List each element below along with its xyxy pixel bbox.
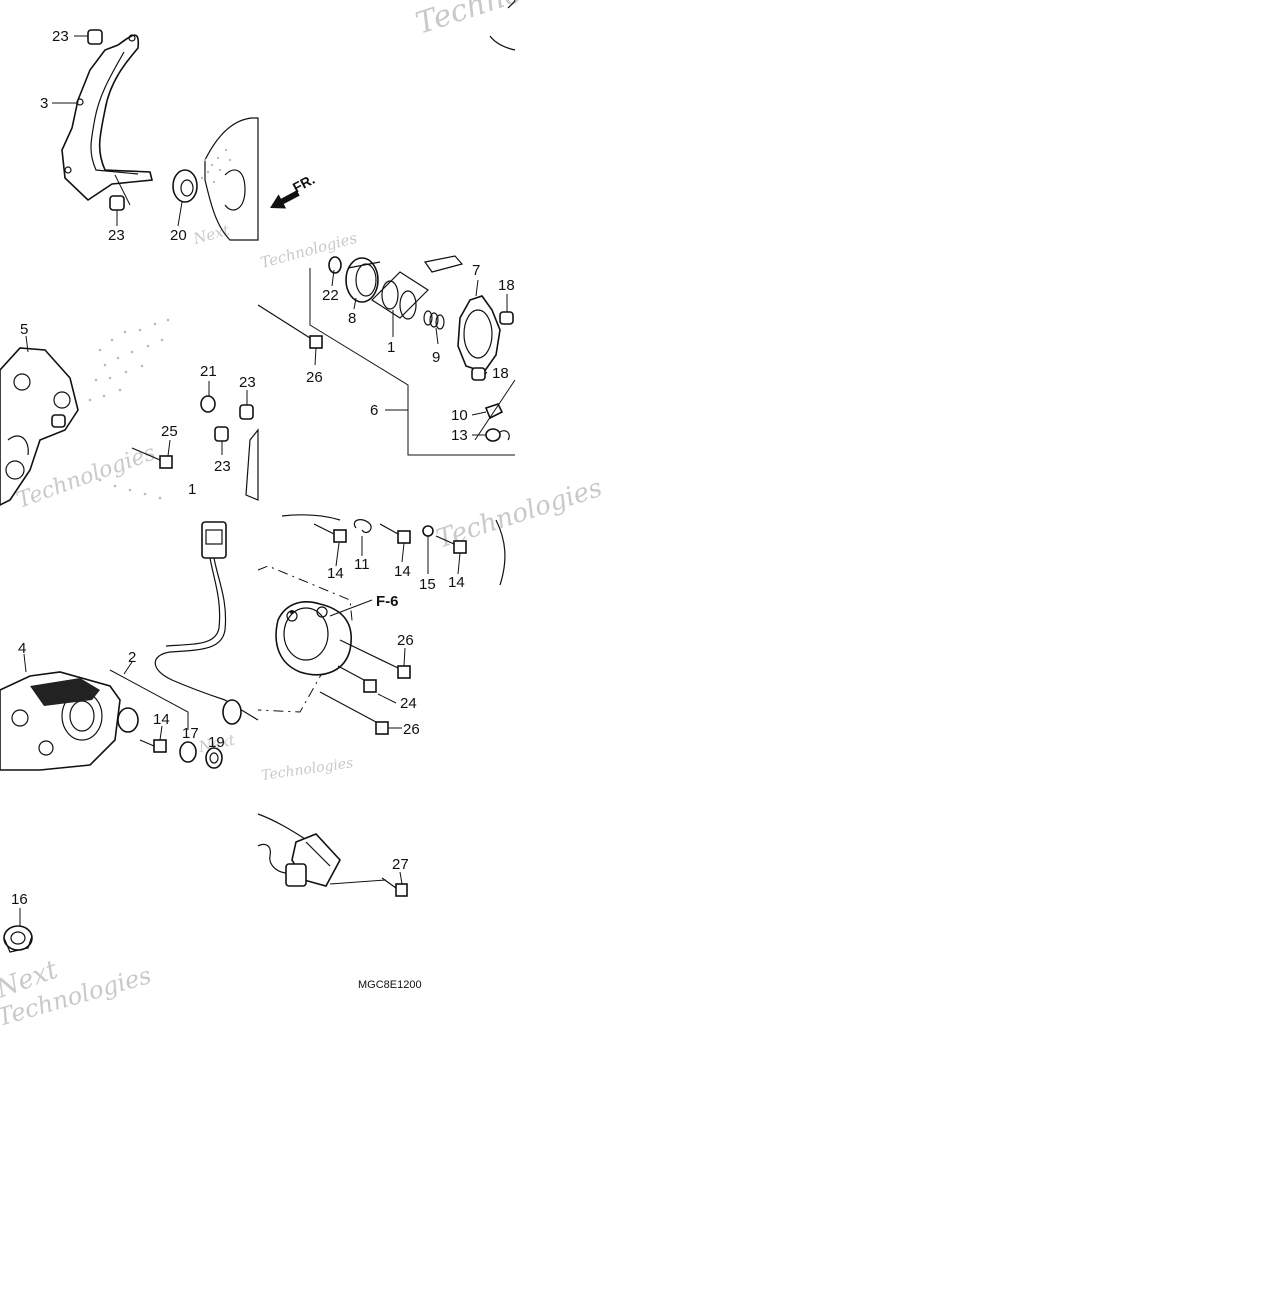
callout-label: 18 [492,365,509,382]
dowel-pin [109,195,125,211]
callout-label: 14 [327,565,344,582]
callout-label: 25 [161,423,178,440]
watermark-line: Technologies [258,229,359,272]
callout-label: 23 [214,458,231,475]
callout-label: 11 [354,556,370,573]
callout-label: 1 [188,481,196,498]
cylinder-body [275,601,352,676]
callout-label: 7 [472,262,480,279]
watermark-line: Technologies [412,0,612,42]
flange-bolt [395,883,408,897]
callout-label: 10 [451,407,468,424]
callout-label: 19 [208,734,225,751]
callout-label: 17 [182,725,199,742]
case-cover-drawing [0,347,79,506]
flange-bolt [363,679,377,693]
callout-label: 8 [348,310,356,327]
tile-case-cover: 5 21 23 23 25 1 [0,318,259,506]
stipple-shading [200,148,232,184]
flange-bolt [375,721,389,735]
callout-label: 9 [432,349,440,366]
spring [423,310,445,330]
dowel-pin [51,414,66,428]
piston [345,257,379,303]
flange-bolt [333,529,347,543]
watermark-line: Technologies [260,755,354,784]
callout-label: 24 [400,695,417,712]
gasket-drawing [61,34,154,202]
dowel-pin [471,367,486,381]
callout-label: 18 [498,277,515,294]
callout-label: 27 [392,856,409,873]
tile-sensor: 27 [257,813,409,897]
piston-seal-set [371,271,429,320]
callout-label: 23 [108,227,125,244]
callout-label: 26 [403,721,420,738]
front-arrow [269,190,300,209]
dowel-pin [239,404,254,420]
callout-label: 14 [153,711,170,728]
clip-ring [328,256,342,274]
tile-top-right-fragment [489,0,516,51]
callout-label: 26 [397,632,414,649]
callout-label: 4 [18,640,26,657]
tile-sensor-housing: 4 2 14 17 19 [0,521,259,771]
drawing-code: MGC8E1200 [358,979,422,991]
callout-label: 5 [20,321,28,338]
tile-cover-gasket: FR. 23 3 23 20 [40,28,317,244]
callout-label: 13 [451,427,468,444]
tile-cylinder-body: F-6 14 11 14 15 14 26 24 26 [257,514,506,738]
callout-label: 3 [40,95,48,112]
tile-grommet: 16 [3,891,33,953]
callout-label: 21 [200,363,217,380]
bushing [179,741,197,763]
washer [422,525,434,537]
flange-bolt [153,739,167,753]
callout-label: 1 [387,339,395,356]
o-ring [200,395,216,413]
bleeder-cap [485,428,501,442]
flange-bolt [397,530,411,544]
flange-bolt [159,455,173,469]
callout-label: 16 [11,891,28,908]
callout-label: 14 [448,574,465,591]
callout-label: 14 [394,563,411,580]
callout-label: 20 [170,227,187,244]
cylinder-gasket [457,295,501,373]
dowel-pin [499,311,514,325]
flange-bolt [397,665,411,679]
callout-label: 26 [306,369,323,386]
o-ring [205,747,223,769]
reference-label: F-6 [376,593,399,610]
dowel-pin [87,29,103,45]
callout-label: 23 [52,28,69,45]
dowel-pin [214,426,229,442]
callout-label: 2 [128,649,136,666]
stipple-shading [88,318,170,500]
callout-label: 22 [322,287,339,304]
flange-bolt [453,540,467,554]
tile-slave-cylinder: 22 8 1 9 7 18 18 26 6 10 13 [257,255,516,456]
callout-label: 15 [419,576,436,593]
grommet [222,699,242,725]
flange-bolt [309,335,323,349]
callout-label: 23 [239,374,256,391]
callout-label: 6 [370,402,378,419]
